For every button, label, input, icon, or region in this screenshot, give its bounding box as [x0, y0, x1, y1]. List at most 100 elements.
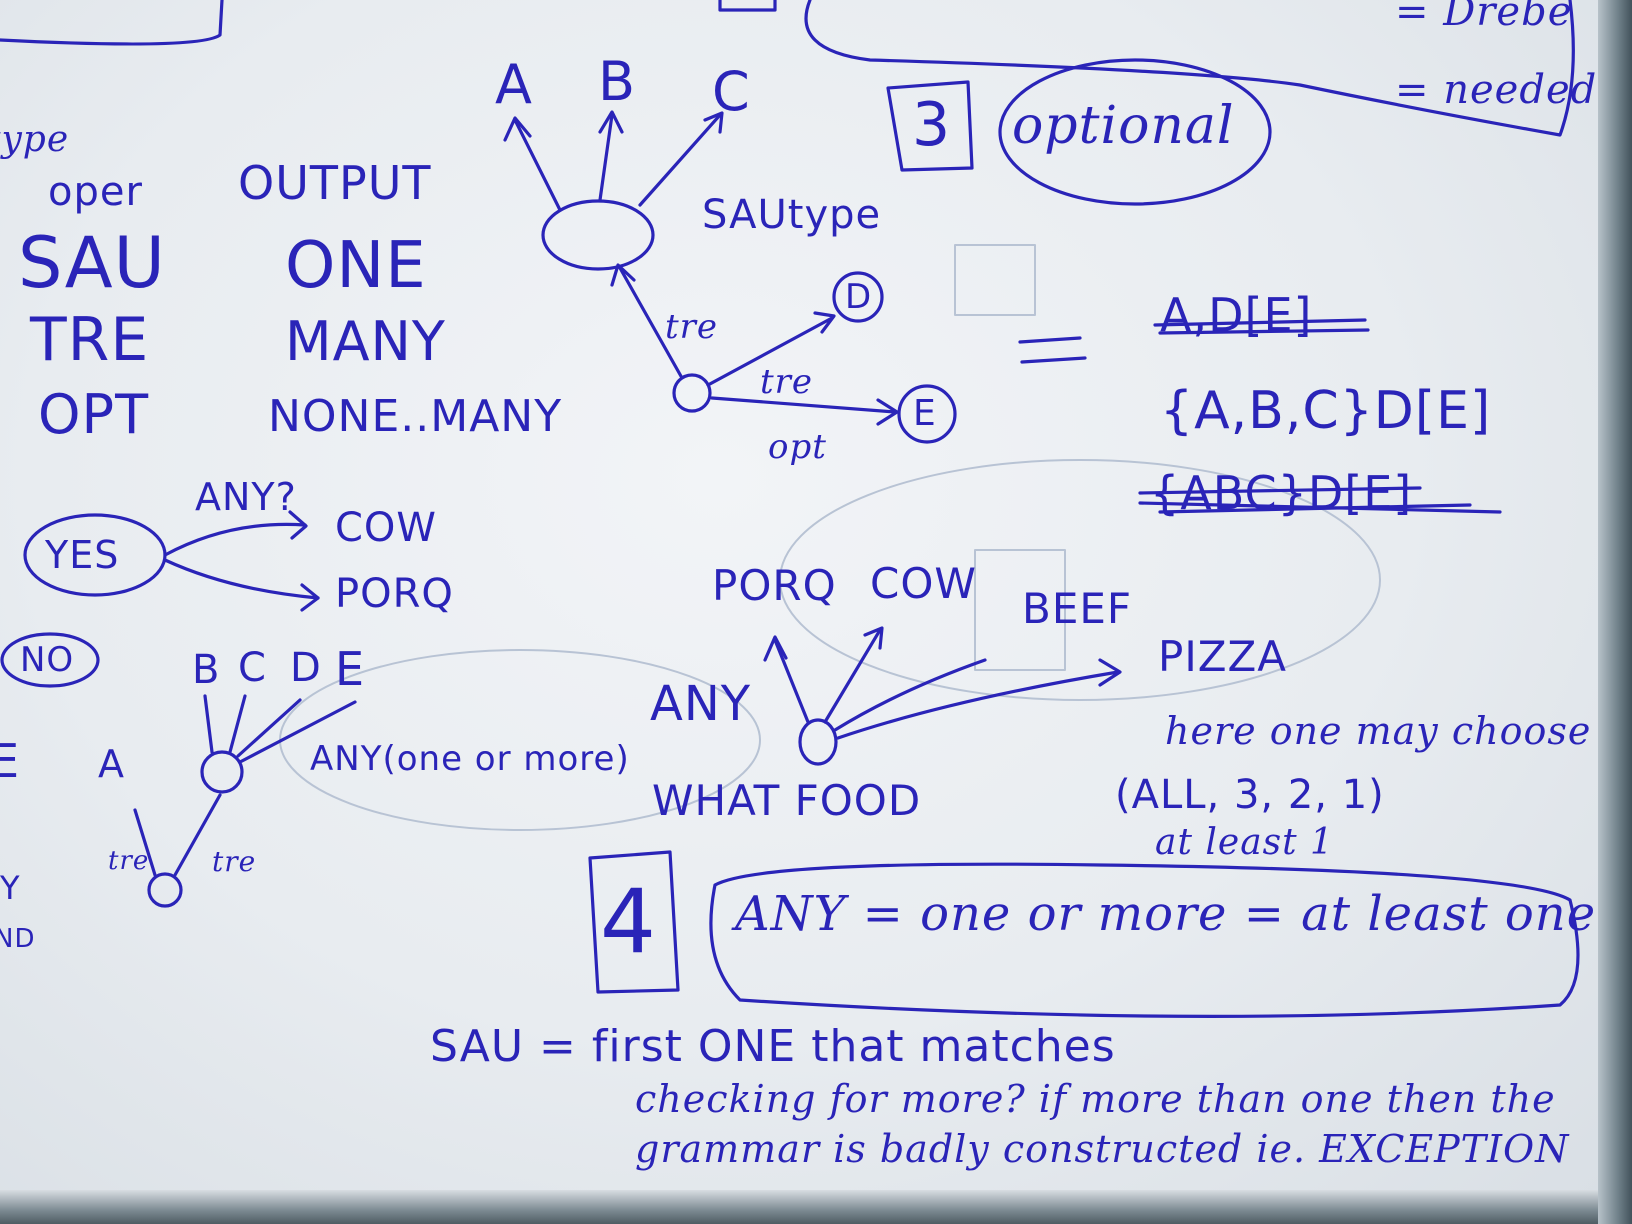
row-output-one: ONE	[285, 229, 427, 303]
food-root-node	[798, 718, 838, 766]
box-4-text: ANY = one or more = at least one	[735, 886, 1597, 942]
box-4-ellipse	[709, 862, 1580, 1018]
edge-food-pizza	[836, 670, 1120, 740]
top-right-line2: = needed	[1395, 67, 1598, 113]
edge-food-porq	[773, 638, 810, 724]
left-fragment-e: E	[0, 734, 21, 788]
strike-3a	[1138, 486, 1422, 495]
bcde-left-a: A	[98, 742, 125, 786]
arrowhead-e	[876, 398, 899, 426]
tree-child-b: B	[598, 50, 637, 113]
box-4-frame	[588, 850, 680, 994]
arrowhead-d	[813, 311, 836, 334]
yes-branch-porq: PORQ	[335, 571, 454, 617]
edge-root-c2	[228, 694, 247, 754]
food-item-pizza: PIZZA	[1158, 632, 1287, 681]
arrowhead-pizza	[1098, 658, 1122, 687]
arrowhead-root	[610, 263, 636, 287]
top-left-box-fragment	[0, 0, 224, 46]
edge-food-beef	[833, 658, 987, 732]
food-root-label: WHAT FOOD	[652, 776, 922, 825]
equals-line-1	[1018, 336, 1082, 344]
node-d-circle	[832, 271, 884, 323]
page-bottom-edge	[0, 1190, 1598, 1224]
arrowhead-cow	[288, 510, 308, 540]
no-label: NO	[20, 640, 75, 680]
food-note-line2: (ALL, 3, 2, 1)	[1115, 772, 1385, 818]
edge-root-b	[598, 113, 614, 202]
left-fragment-y: Y	[0, 869, 21, 907]
col-output-header: OUTPUT	[238, 156, 432, 210]
equals-line-2	[1020, 356, 1087, 364]
top-right-line1: = Drebe	[1395, 0, 1573, 35]
food-item-porq: PORQ	[712, 561, 837, 610]
top-right-box-fragment	[718, 0, 777, 12]
node-e-label: E	[913, 393, 937, 434]
edge-yes-porq	[163, 558, 320, 600]
row-oper-sau: SAU	[18, 222, 166, 304]
sau-type-label: SAUtype	[702, 192, 882, 238]
row-output-many: MANY	[285, 310, 446, 373]
box-3-frame	[886, 80, 974, 172]
table-header-type: type	[0, 119, 70, 160]
edge-tre-d	[706, 316, 834, 387]
edge-root-d2	[236, 698, 302, 758]
edge-root-a	[513, 118, 562, 212]
bcde-tre-right: tre	[212, 845, 257, 878]
food-item-cow: COW	[870, 559, 977, 608]
edge-tre-root	[618, 266, 684, 380]
equation-struck-line1: A,D[E]	[1160, 288, 1313, 342]
edge-root-c	[638, 113, 722, 207]
strike-1a	[1153, 318, 1367, 327]
equation-main: {A,B,C}D[E]	[1160, 381, 1492, 441]
bcde-root-node	[200, 750, 244, 794]
edge-food-cow	[823, 628, 882, 724]
edge-leaf-root	[173, 793, 222, 877]
edge-yes-cow	[163, 522, 307, 557]
bcde-child-b: B	[192, 647, 221, 693]
bcde-tre-left: tre	[108, 846, 150, 876]
bcde-child-e: E	[335, 642, 366, 696]
edge-leaf-a	[133, 808, 157, 877]
ghost-mark	[954, 244, 1036, 316]
arrowhead-a	[503, 116, 532, 142]
ghost-mark	[779, 459, 1381, 701]
arrowhead-porq2	[763, 635, 788, 662]
food-note-line3: at least 1	[1155, 822, 1334, 863]
bcde-any-label: ANY(one or more)	[310, 739, 630, 779]
food-note-line1: here one may choose	[1165, 709, 1592, 753]
notebook-page	[0, 0, 1601, 1196]
food-any-label: ANY	[650, 676, 752, 732]
yes-label: YES	[45, 533, 120, 577]
yes-any-label: ANY?	[195, 475, 297, 519]
col-oper-header: oper	[48, 169, 143, 215]
no-ellipse	[0, 632, 100, 688]
edge-label-tre-left: tre	[665, 307, 719, 347]
arrowhead-b	[598, 110, 624, 134]
bottom-note-line3: grammar is badly constructed ie. EXCEPTI…	[635, 1127, 1570, 1171]
strike-3c	[1158, 503, 1472, 514]
left-fragment-nd: ND	[0, 924, 36, 954]
box-4-number: 4	[600, 870, 657, 973]
strike-1b	[1158, 328, 1370, 335]
row-oper-opt: OPT	[38, 383, 150, 446]
desk-background	[1598, 0, 1632, 1224]
optional-ellipse	[998, 58, 1272, 206]
box-3-number: 3	[912, 90, 952, 160]
edge-label-opt: opt	[768, 427, 827, 467]
food-item-beef: BEEF	[1022, 584, 1133, 633]
bcde-leaf-node	[147, 872, 183, 908]
edge-tre-e	[710, 396, 897, 414]
node-d-label: D	[845, 277, 873, 317]
ghost-mark	[974, 549, 1066, 671]
tre-node	[672, 373, 712, 413]
bcde-child-c: C	[238, 645, 267, 691]
arrowhead-cow2	[863, 626, 884, 650]
row-oper-tre: TRE	[30, 305, 150, 375]
sau-root-node	[541, 199, 655, 271]
yes-branch-cow: COW	[335, 505, 437, 551]
tree-child-c: C	[712, 60, 751, 123]
optional-label: optional	[1012, 96, 1235, 156]
